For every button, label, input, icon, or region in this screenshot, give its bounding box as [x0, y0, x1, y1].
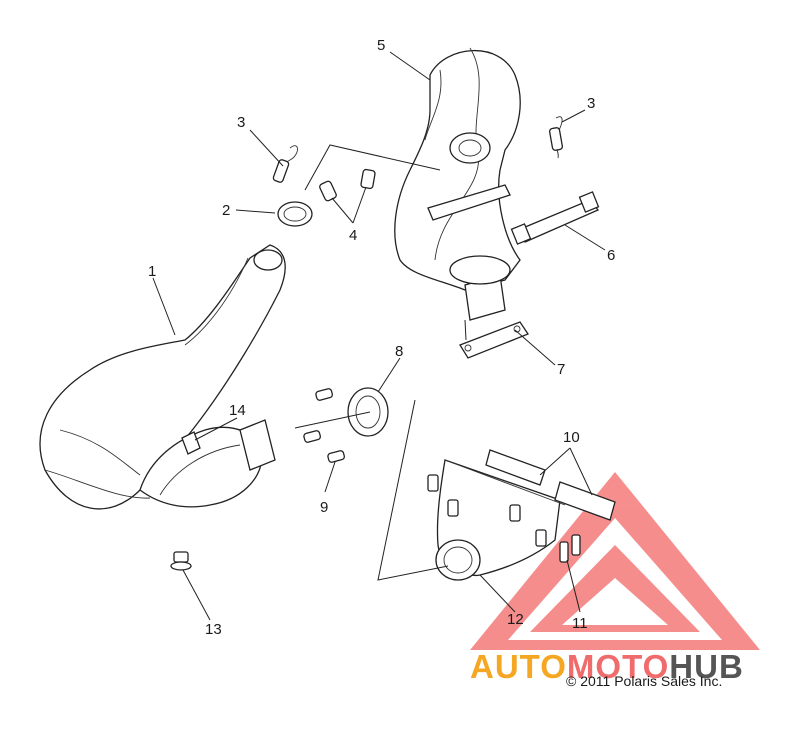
spring-part-4 [319, 168, 376, 202]
callout-12: 12 [507, 611, 524, 628]
callout-3-left: 3 [237, 114, 245, 131]
callout-5: 5 [377, 37, 385, 54]
callout-3-right: 3 [587, 95, 595, 112]
automotohub-logo-text: AUTOMOTOHUB [470, 648, 744, 685]
brand-text-moto: MOTO [567, 648, 669, 685]
callout-7: 7 [557, 361, 565, 378]
callout-4: 4 [349, 227, 357, 244]
spring-part-3-left [272, 145, 298, 183]
callout-10: 10 [563, 429, 580, 446]
plug-part-13 [170, 551, 192, 571]
seal-ring-part-2 [277, 201, 313, 227]
brand-text-auto: AUTO [470, 648, 567, 685]
spring-part-3-right [548, 116, 564, 159]
spring-part-9 [303, 388, 345, 463]
copyright-text: © 2011 Polaris Sales Inc. [566, 673, 722, 689]
brand-text-hub: HUB [669, 648, 744, 685]
callout-11: 11 [572, 615, 588, 632]
bracket-rod-part-6 [510, 191, 600, 245]
muffler-part-5 [394, 47, 521, 321]
callout-9: 9 [320, 499, 328, 516]
automotohub-logo-mark [470, 472, 760, 650]
muffler-strap [427, 184, 511, 221]
bolt-part-11 [559, 534, 581, 563]
svg-text:AUTOMOTOHUB: AUTOMOTOHUB [470, 648, 744, 685]
callout-1: 1 [148, 263, 156, 280]
mount-plate-part-7 [459, 321, 529, 359]
callout-6: 6 [607, 247, 615, 264]
callout-8: 8 [395, 343, 403, 360]
exhaust-manifold-part-12 [427, 459, 566, 581]
gasket-part-10 [485, 449, 616, 521]
callout-14: 14 [229, 402, 246, 419]
callout-13: 13 [205, 621, 222, 638]
leader-lines [152, 51, 606, 621]
expansion-chamber-part-1 [39, 244, 286, 510]
callout-2: 2 [222, 202, 230, 219]
callout-labels: 1 2 3 3 4 5 6 7 8 9 10 11 12 13 14 [148, 37, 615, 638]
spring-part-14 [181, 431, 201, 455]
